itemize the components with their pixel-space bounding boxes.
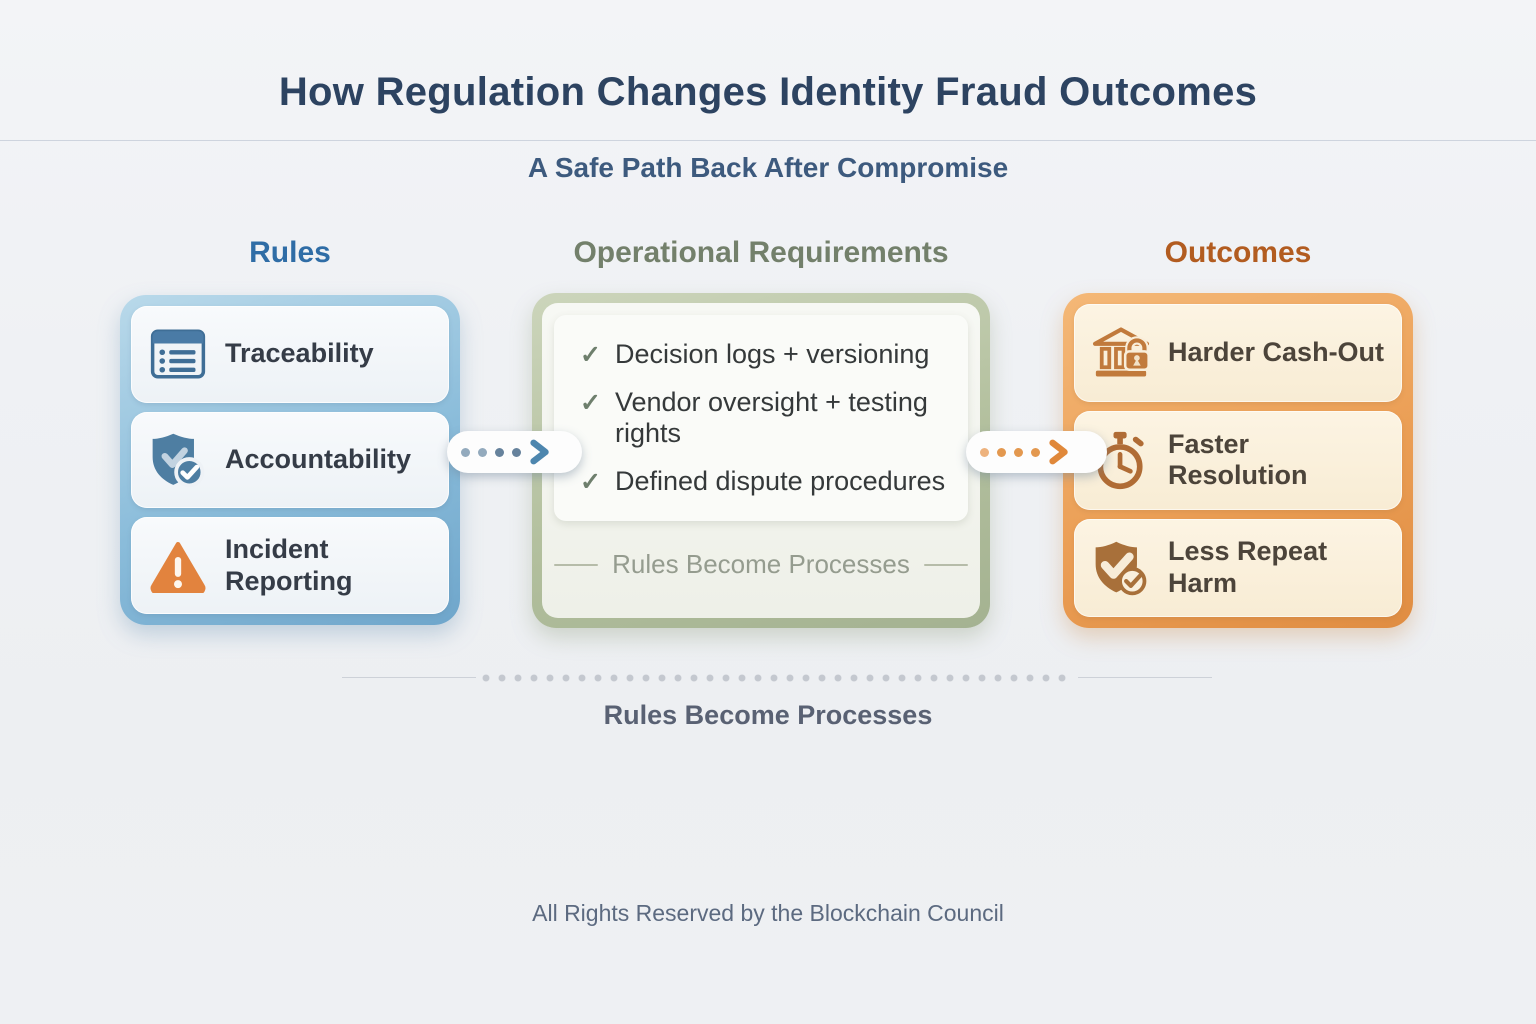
list-icon bbox=[147, 324, 209, 384]
flow-arrow-rules-to-operational bbox=[447, 431, 582, 473]
rule-card-label: Traceability bbox=[225, 338, 374, 369]
arrow-dot bbox=[1014, 447, 1023, 457]
checklist-item: ✓ Decision logs + versioning bbox=[580, 339, 958, 370]
checklist-item: ✓ Vendor oversight + testing rights bbox=[580, 387, 958, 449]
operational-checklist: ✓ Decision logs + versioning ✓ Vendor ov… bbox=[554, 315, 968, 521]
checklist-item-label: Defined dispute procedures bbox=[614, 466, 946, 496]
shield-badge-icon bbox=[1090, 538, 1152, 598]
arrow-dot bbox=[461, 447, 470, 457]
arrow-dot bbox=[478, 447, 487, 457]
arrow-dot bbox=[495, 447, 504, 457]
checklist-item-label: Vendor oversight + testing rights bbox=[614, 387, 928, 448]
checklist-item-label: Decision logs + versioning bbox=[614, 339, 930, 369]
chevron-right-icon bbox=[1048, 438, 1070, 466]
rule-card-label: Incident Reporting bbox=[225, 533, 353, 596]
check-icon: ✓ bbox=[580, 468, 601, 496]
check-icon: ✓ bbox=[580, 389, 601, 417]
rule-card-incident-reporting: Incident Reporting bbox=[131, 517, 449, 615]
operational-caption-text: Rules Become Processes bbox=[612, 549, 910, 579]
chevron-right-icon bbox=[529, 438, 551, 466]
shield-check-icon bbox=[147, 430, 209, 490]
rule-card-label: Accountability bbox=[225, 444, 412, 475]
outcome-card-less-repeat-harm: Less Repeat Harm bbox=[1074, 518, 1402, 617]
check-icon: ✓ bbox=[580, 341, 601, 369]
warning-triangle-icon bbox=[147, 536, 209, 596]
page-title: How Regulation Changes Identity Fraud Ou… bbox=[278, 70, 1258, 114]
outcome-card-harder-cash-out: Harder Cash-Out bbox=[1074, 304, 1402, 403]
checklist-item: ✓ Defined dispute procedures bbox=[580, 466, 958, 497]
title-divider-line bbox=[0, 140, 1536, 141]
outcome-card-faster-resolution: Faster Resolution bbox=[1074, 411, 1402, 510]
arrow-dot bbox=[980, 447, 989, 457]
flow-caption: Rules Become Processes bbox=[603, 700, 933, 730]
arrow-dot bbox=[512, 447, 521, 457]
operational-panel-inner: ✓ Decision logs + versioning ✓ Vendor ov… bbox=[542, 303, 980, 618]
page-subtitle: A Safe Path Back After Compromise bbox=[527, 152, 1009, 183]
rules-panel: Traceability Accountability bbox=[120, 295, 460, 625]
divider-line-left bbox=[342, 677, 476, 678]
operational-panel: ✓ Decision logs + versioning ✓ Vendor ov… bbox=[532, 293, 990, 628]
outcome-card-label: Harder Cash-Out bbox=[1168, 337, 1385, 368]
outcome-card-label: Less Repeat Harm bbox=[1168, 535, 1328, 598]
dash-line bbox=[923, 563, 968, 566]
dash-line bbox=[554, 563, 599, 566]
rule-card-accountability: Accountability bbox=[131, 411, 449, 509]
outcome-card-label: Faster Resolution bbox=[1168, 428, 1308, 491]
operational-caption: Rules Become Processes bbox=[554, 549, 968, 580]
column-header-rules: Rules bbox=[249, 236, 331, 269]
bank-lock-icon bbox=[1090, 323, 1152, 383]
column-header-operational: Operational Requirements bbox=[573, 236, 949, 269]
outcomes-panel-stack: Harder Cash-Out Faster Resolution bbox=[1074, 304, 1402, 617]
rules-panel-stack: Traceability Accountability bbox=[131, 306, 449, 615]
column-header-outcomes: Outcomes bbox=[1164, 236, 1312, 269]
divider-line-right bbox=[1078, 677, 1212, 678]
footer-credit: All Rights Reserved by the Blockchain Co… bbox=[532, 900, 1004, 926]
rule-card-traceability: Traceability bbox=[131, 306, 449, 403]
arrow-dot bbox=[997, 447, 1006, 457]
flow-arrow-operational-to-outcomes bbox=[966, 431, 1107, 473]
outcomes-panel: Harder Cash-Out Faster Resolution bbox=[1063, 293, 1413, 628]
arrow-dot bbox=[1031, 447, 1040, 457]
dotted-divider bbox=[481, 673, 1073, 683]
